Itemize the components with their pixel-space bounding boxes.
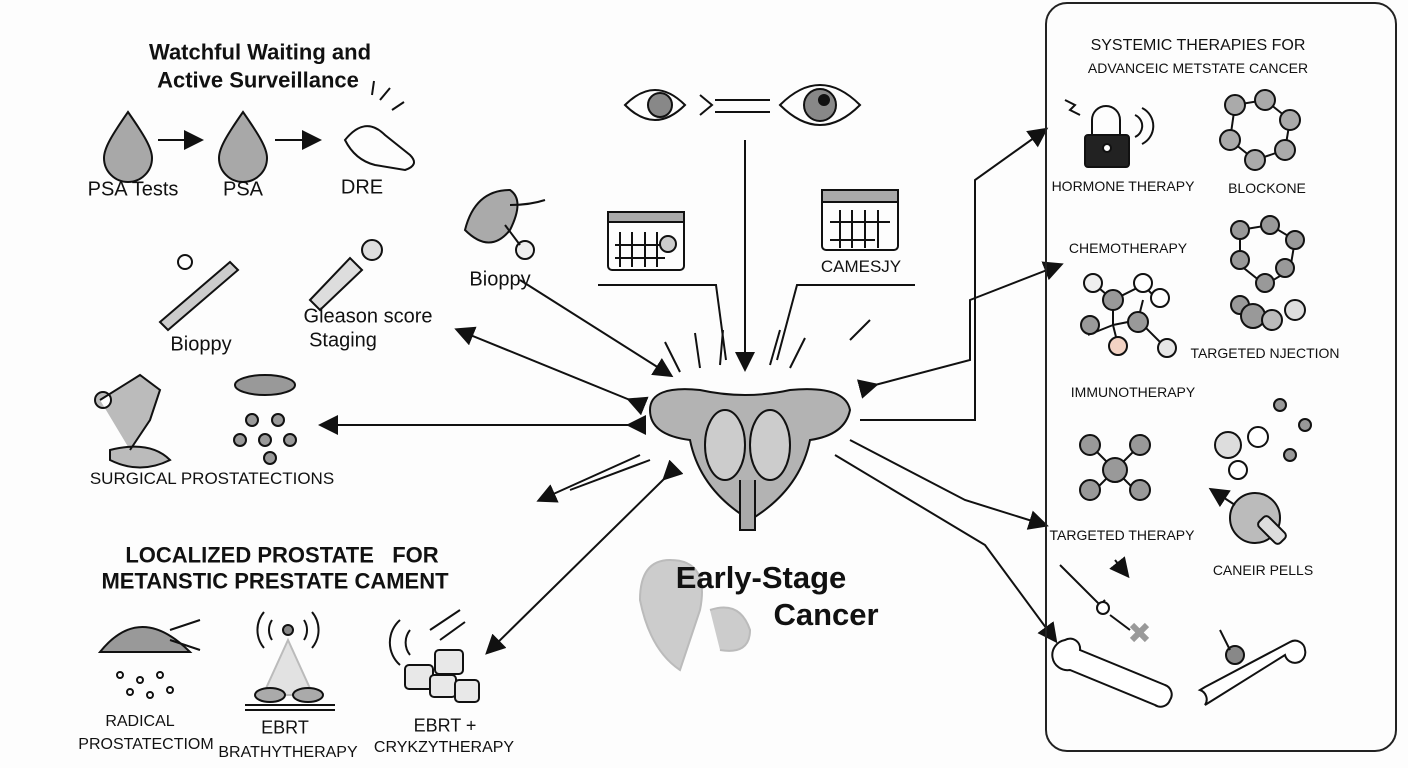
radiation-icon <box>245 611 335 711</box>
surgical-prostatectomies-label: SURGICAL PROSTATECTIONS <box>89 469 335 489</box>
radical-label: RADICAL <box>105 712 175 730</box>
blockone-ring-icon <box>1230 215 1305 293</box>
localized-title: LOCALIZED PROSTATE FOR <box>125 542 439 568</box>
syringe-icon <box>308 239 384 312</box>
drop-icon <box>217 110 269 183</box>
dre-label: DRE <box>340 176 384 199</box>
drop-icon <box>102 110 154 183</box>
ebrt-label: EBRT <box>261 717 309 738</box>
systemic-title: SYSTEMIC THERAPIES FOR <box>1090 36 1306 54</box>
immune-cell-icon <box>1079 434 1151 501</box>
eye-icon <box>623 89 687 121</box>
staging-label: Staging <box>309 329 377 352</box>
immunotherapy-label: IMMUNOTHERAPY <box>1070 383 1196 400</box>
metastatic-title: METANSTIC PRESTATE CAMENT <box>101 568 449 594</box>
chemotherapy-label: CHEMOTHERAPY <box>1068 239 1188 256</box>
chemo-molecule-icon <box>1080 273 1177 358</box>
targeted-injection-label: TARGETED NJECTION <box>1190 344 1340 361</box>
bone-icon <box>1051 637 1173 708</box>
targeted-therapy-icon <box>1059 560 1150 643</box>
hormone-therapy-label: HORMONE THERAPY <box>1051 177 1195 194</box>
systemic-subtitle: ADVANCEIC METSTATE CANCER <box>1087 59 1309 76</box>
psa-label: PSA <box>222 178 264 201</box>
brachytherapy-label: BRATHYTHERAPY <box>218 743 358 761</box>
active-surveillance-title: Active Surveillance <box>157 67 359 93</box>
cell-icon <box>234 374 296 396</box>
calendar-icon <box>821 189 899 251</box>
psa-tests-label: PSA Tests <box>87 178 179 201</box>
center-biopsy-label: Bioppy <box>469 268 531 291</box>
cryotherapy-label: CRYKZYTHERAPY <box>373 738 515 756</box>
biopsy-label: Bioppy <box>170 333 232 356</box>
blockone-label: BLOCKONE <box>1228 179 1306 196</box>
molecule-ring-icon <box>1219 89 1301 171</box>
cancer-cell-icon <box>1208 487 1287 545</box>
cancer-title: Cancer <box>773 597 879 633</box>
calendar-icon <box>607 211 685 271</box>
systemic-therapies-panel <box>1045 2 1397 752</box>
early-stage-title: Early-Stage <box>675 560 847 596</box>
radical-prostatectomy-icon <box>97 626 193 653</box>
pills-icon <box>1214 398 1312 480</box>
targeted-therapy-label: TARGETED THERAPY <box>1049 526 1195 543</box>
cells-icon <box>233 413 297 465</box>
eye-icon <box>778 84 862 126</box>
robot-arm-icon <box>94 373 172 469</box>
needle-icon <box>158 260 240 332</box>
hand-icon <box>343 80 415 172</box>
gleason-score-label: Gleason score <box>303 305 433 328</box>
biopsy-organ-icon <box>463 188 519 244</box>
calendar-label: CAMESJY <box>820 257 902 277</box>
bone-icon <box>1197 629 1307 706</box>
watchful-waiting-title: Watchful Waiting and <box>148 39 372 65</box>
lock-icon <box>1064 99 1155 168</box>
injection-cells-icon <box>1230 295 1306 331</box>
ebrt-plus-label: EBRT + <box>413 715 477 736</box>
cancer-cells-label: CANEIR PELLS <box>1212 561 1314 578</box>
cancer-ribbon-icon <box>638 558 752 672</box>
cryotherapy-icon <box>388 609 480 703</box>
prostatectomy-label: PROSTATECTIOM <box>78 735 214 753</box>
